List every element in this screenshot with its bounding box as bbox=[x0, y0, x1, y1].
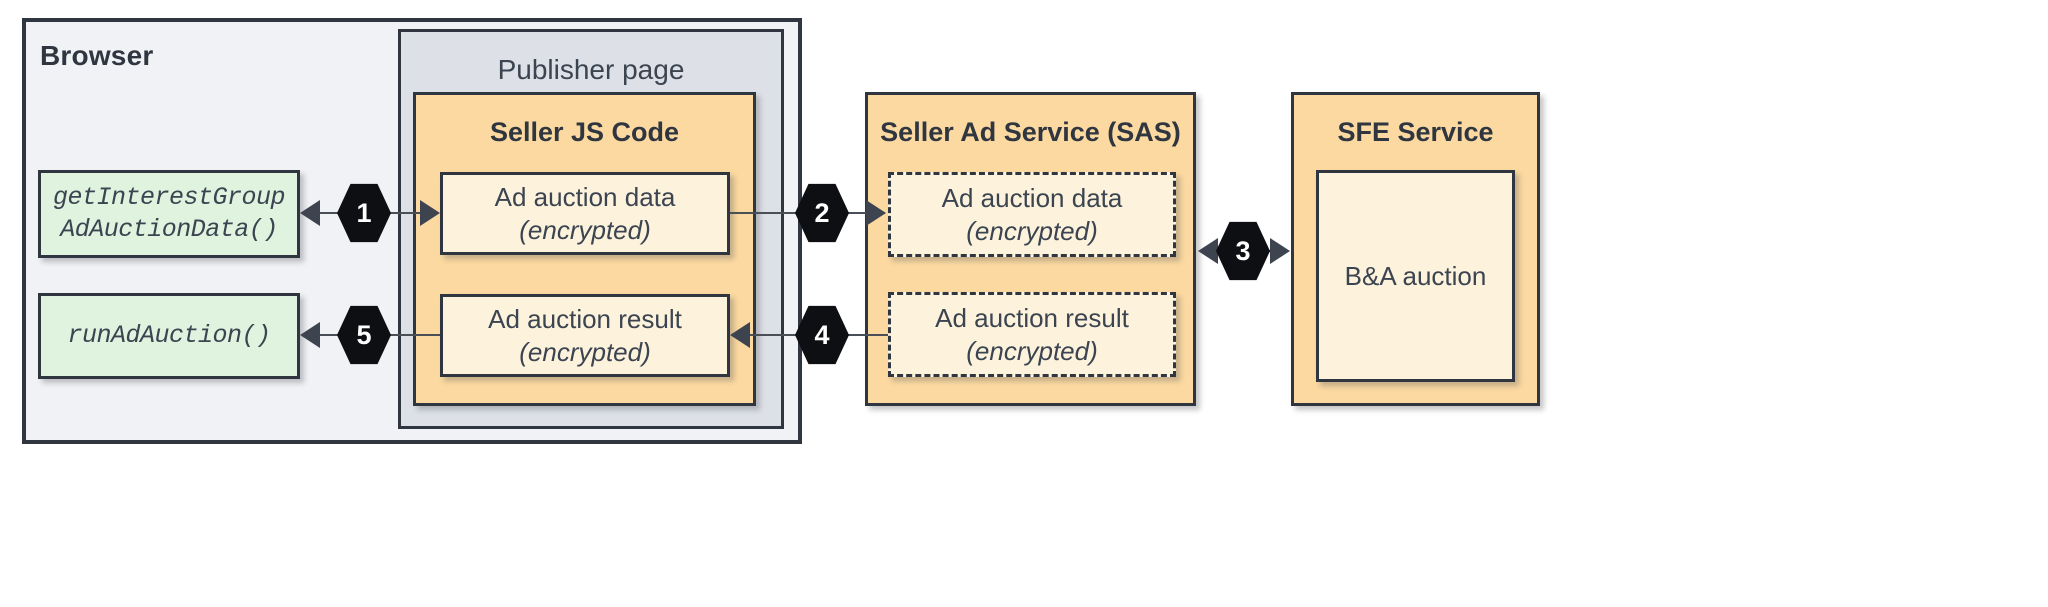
browser-api-get-interest-group-ad-auction-data: getInterestGroup AdAuctionData() bbox=[38, 170, 300, 258]
arrowhead-step-1-right bbox=[420, 200, 440, 226]
sas-payload-ad-auction-data: Ad auction data (encrypted) bbox=[888, 172, 1176, 257]
api-line1: getInterestGroup bbox=[52, 182, 286, 212]
api-line2: AdAuctionData() bbox=[60, 215, 278, 244]
payload-line2: (encrypted) bbox=[519, 336, 651, 367]
payload-line2: (encrypted) bbox=[519, 214, 651, 245]
step-badge-4-label: 4 bbox=[814, 319, 830, 350]
seller-js-payload-ad-auction-result: Ad auction result (encrypted) bbox=[440, 294, 730, 377]
payload-line1: Ad auction result bbox=[488, 304, 682, 334]
payload-line2: (encrypted) bbox=[966, 215, 1098, 246]
arrowhead-step-2-right bbox=[866, 200, 886, 226]
payload-line1: Ad auction data bbox=[494, 182, 676, 212]
step-badge-3-label: 3 bbox=[1235, 235, 1251, 266]
arrowhead-step-4-left bbox=[730, 322, 750, 348]
arrowhead-step-1-left bbox=[300, 200, 320, 226]
step-badge-1: 1 bbox=[337, 183, 391, 243]
step-badge-5: 5 bbox=[337, 305, 391, 365]
step-badge-4: 4 bbox=[795, 305, 849, 365]
sfe-ba-auction-box: B&A auction bbox=[1316, 170, 1515, 382]
step-badge-2-label: 2 bbox=[814, 197, 830, 228]
step-badge-5-label: 5 bbox=[356, 319, 372, 350]
step-badge-1-label: 1 bbox=[356, 197, 372, 228]
browser-label: Browser bbox=[40, 40, 154, 71]
arrowhead-step-3-right bbox=[1270, 238, 1290, 264]
step-badge-2: 2 bbox=[795, 183, 849, 243]
publisher-page-title: Publisher page bbox=[497, 54, 685, 85]
arrowhead-step-5-left bbox=[300, 322, 320, 348]
payload-line2: (encrypted) bbox=[966, 335, 1098, 366]
seller-js-payload-ad-auction-data: Ad auction data (encrypted) bbox=[440, 172, 730, 255]
step-badge-3: 3 bbox=[1216, 221, 1270, 281]
payload-line1: Ad auction result bbox=[935, 303, 1129, 333]
api-line1: runAdAuction() bbox=[67, 320, 271, 350]
browser-api-run-ad-auction: runAdAuction() bbox=[38, 293, 300, 379]
arrowhead-step-3-left bbox=[1198, 238, 1218, 264]
seller-js-code-title: Seller JS Code bbox=[489, 117, 680, 147]
payload-line1: Ad auction data bbox=[941, 183, 1123, 213]
seller-ad-service-title: Seller Ad Service (SAS) bbox=[880, 117, 1181, 147]
ba-auction-label: B&A auction bbox=[1344, 260, 1487, 291]
sas-payload-ad-auction-result: Ad auction result (encrypted) bbox=[888, 292, 1176, 377]
sfe-service-title: SFE Service bbox=[1337, 117, 1494, 147]
